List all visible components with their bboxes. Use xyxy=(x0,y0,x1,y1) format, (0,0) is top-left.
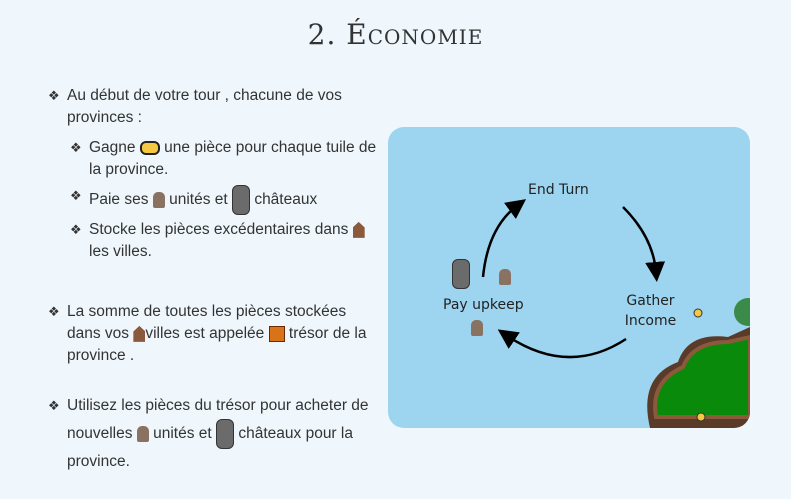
soldier-icon xyxy=(499,269,511,285)
castle-icon xyxy=(232,185,250,215)
text: les villes. xyxy=(89,243,152,260)
text: villes est appelée xyxy=(145,325,265,342)
text: unités et xyxy=(153,425,212,443)
sub-bullet-gain: Gagne une pièce pour chaque tuile de la … xyxy=(70,137,378,181)
text: châteaux xyxy=(254,191,318,209)
text: unités et xyxy=(169,191,228,209)
cycle-arrows xyxy=(481,199,750,428)
unit-icon xyxy=(136,426,149,442)
text: La somme de toutes les pièces stockées d… xyxy=(67,303,347,342)
label-end-turn: End Turn xyxy=(528,182,589,198)
text: châteaux pour la province. xyxy=(67,425,353,470)
sub-list: Gagne une pièce pour chaque tuile de la … xyxy=(70,137,378,263)
treasury-icon xyxy=(268,325,285,342)
text: Paie ses xyxy=(89,191,149,209)
island-illustration xyxy=(647,298,750,428)
bullet-buy: Utilisez les pièces du trésor pour achet… xyxy=(48,393,378,475)
label-pay-upkeep: Pay upkeep xyxy=(443,297,524,313)
bullet-text: Au début de votre tour , chacune de vos … xyxy=(67,87,342,126)
turn-cycle-diagram: End Turn Gather Income Pay upkeep xyxy=(388,127,750,428)
coin-icon xyxy=(139,140,160,155)
bullet-buy-text: Utilisez les pièces du trésor pour achet… xyxy=(48,393,378,475)
town-icon xyxy=(133,325,146,342)
text: une pièce pour chaque tuile de la provin… xyxy=(89,139,377,178)
unit-icon xyxy=(152,192,165,208)
text: Utilisez les pièces du trésor pour achet… xyxy=(67,397,369,443)
sub-bullet-store: Stocke les pièces excédentaires dans les… xyxy=(70,219,378,263)
bullet-list: Au début de votre tour , chacune de vos … xyxy=(48,85,378,267)
page-title: 2. Économie xyxy=(307,18,484,51)
unit-icon xyxy=(471,320,483,336)
text: Gagne xyxy=(89,139,136,156)
text: trésor de la province . xyxy=(67,325,367,364)
castle-icon xyxy=(452,259,470,289)
label-gather-income: Gather Income xyxy=(624,293,677,329)
town-icon xyxy=(352,221,365,238)
bullet-treasury: La somme de toutes les pièces stockées d… xyxy=(48,301,378,367)
bullet-treasury-text: La somme de toutes les pièces stockées d… xyxy=(48,301,378,367)
sub-bullet-upkeep: Paie ses unités et châteaux xyxy=(70,185,378,215)
text: Stocke les pièces excédentaires dans xyxy=(89,221,349,238)
bullet-turn-start: Au début de votre tour , chacune de vos … xyxy=(48,85,378,129)
castle-icon xyxy=(216,419,235,449)
